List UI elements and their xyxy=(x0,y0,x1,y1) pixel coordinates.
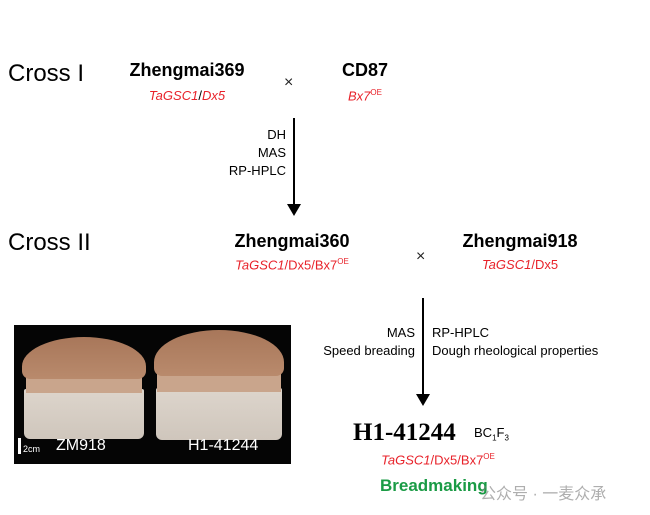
arrow-down-2 xyxy=(416,298,430,406)
photo-label-h1-41244: H1-41244 xyxy=(188,437,259,454)
sup: OE xyxy=(337,257,349,266)
method: RP-HPLC xyxy=(228,163,286,178)
watermark: 公众号 · 一麦众承 xyxy=(480,486,607,503)
gene: TaGSC1 xyxy=(481,257,532,272)
gene: Bx7 xyxy=(348,88,371,104)
genes: /Dx5 xyxy=(531,257,559,272)
gene: TaGSC1 xyxy=(381,452,431,468)
method: Dough rheological properties xyxy=(432,343,599,358)
sep: / xyxy=(198,88,202,103)
genotype-zhengmai360: TaGSC1/Dx5/Bx7OE xyxy=(235,257,349,272)
result-line-name: H1-41244 xyxy=(353,419,456,446)
cross-symbol: × xyxy=(284,74,294,91)
method: MAS xyxy=(386,325,415,340)
loaf-zm918 xyxy=(22,337,146,440)
methods-left: MAS Speed breading xyxy=(323,324,415,360)
scale-bar xyxy=(18,438,21,454)
gene: Dx5 xyxy=(201,88,226,103)
scale-label: 2cm xyxy=(23,444,41,454)
sep: / xyxy=(430,452,435,468)
gene: Bx7 xyxy=(460,452,484,468)
genotype-result: TaGSC1/Dx5/Bx7OE xyxy=(381,452,495,467)
method: MAS xyxy=(257,145,286,160)
sub: 1 xyxy=(492,433,497,443)
parent-zhengmai360: Zhengmai360 xyxy=(234,231,350,251)
bread-photo: 2cm ZM918 H1-41244 xyxy=(14,325,291,464)
methods-right: RP-HPLC Dough rheological properties xyxy=(432,324,598,360)
gene: Dx5 xyxy=(434,452,458,468)
genotype-zhengmai369: TaGSC1/Dx5 xyxy=(149,88,225,103)
genotype-cd87: Bx7OE xyxy=(348,88,382,103)
cross-2-label: Cross II xyxy=(8,229,91,256)
genes: /Dx5/Bx7 xyxy=(284,257,338,273)
method: Speed breading xyxy=(323,343,415,358)
method: RP-HPLC xyxy=(432,325,490,340)
cross-1-label: Cross I xyxy=(8,60,85,87)
parent-zhengmai369: Zhengmai369 xyxy=(129,60,245,80)
loaf-h1-41244 xyxy=(154,330,284,440)
gene: TaGSC1 xyxy=(148,88,199,103)
sub: 3 xyxy=(504,433,509,443)
generation: BC1F3 xyxy=(474,425,509,443)
application-breadmaking: Breadmaking xyxy=(380,476,488,495)
method: DH xyxy=(267,127,286,142)
photo-label-zm918: ZM918 xyxy=(56,437,106,454)
sup: OE xyxy=(370,88,382,97)
cross-symbol: × xyxy=(416,248,426,265)
methods-1: DH MAS RP-HPLC xyxy=(229,126,286,180)
sep: / xyxy=(457,452,461,468)
sup: OE xyxy=(483,452,495,461)
parent-cd87: CD87 xyxy=(341,60,389,80)
gen: BC xyxy=(474,425,493,440)
parent-zhengmai918: Zhengmai918 xyxy=(462,231,578,251)
gene: TaGSC1 xyxy=(235,257,285,273)
gen: F xyxy=(496,425,505,440)
genotype-zhengmai918: TaGSC1/Dx5 xyxy=(482,257,558,272)
arrow-down-1 xyxy=(287,118,301,216)
